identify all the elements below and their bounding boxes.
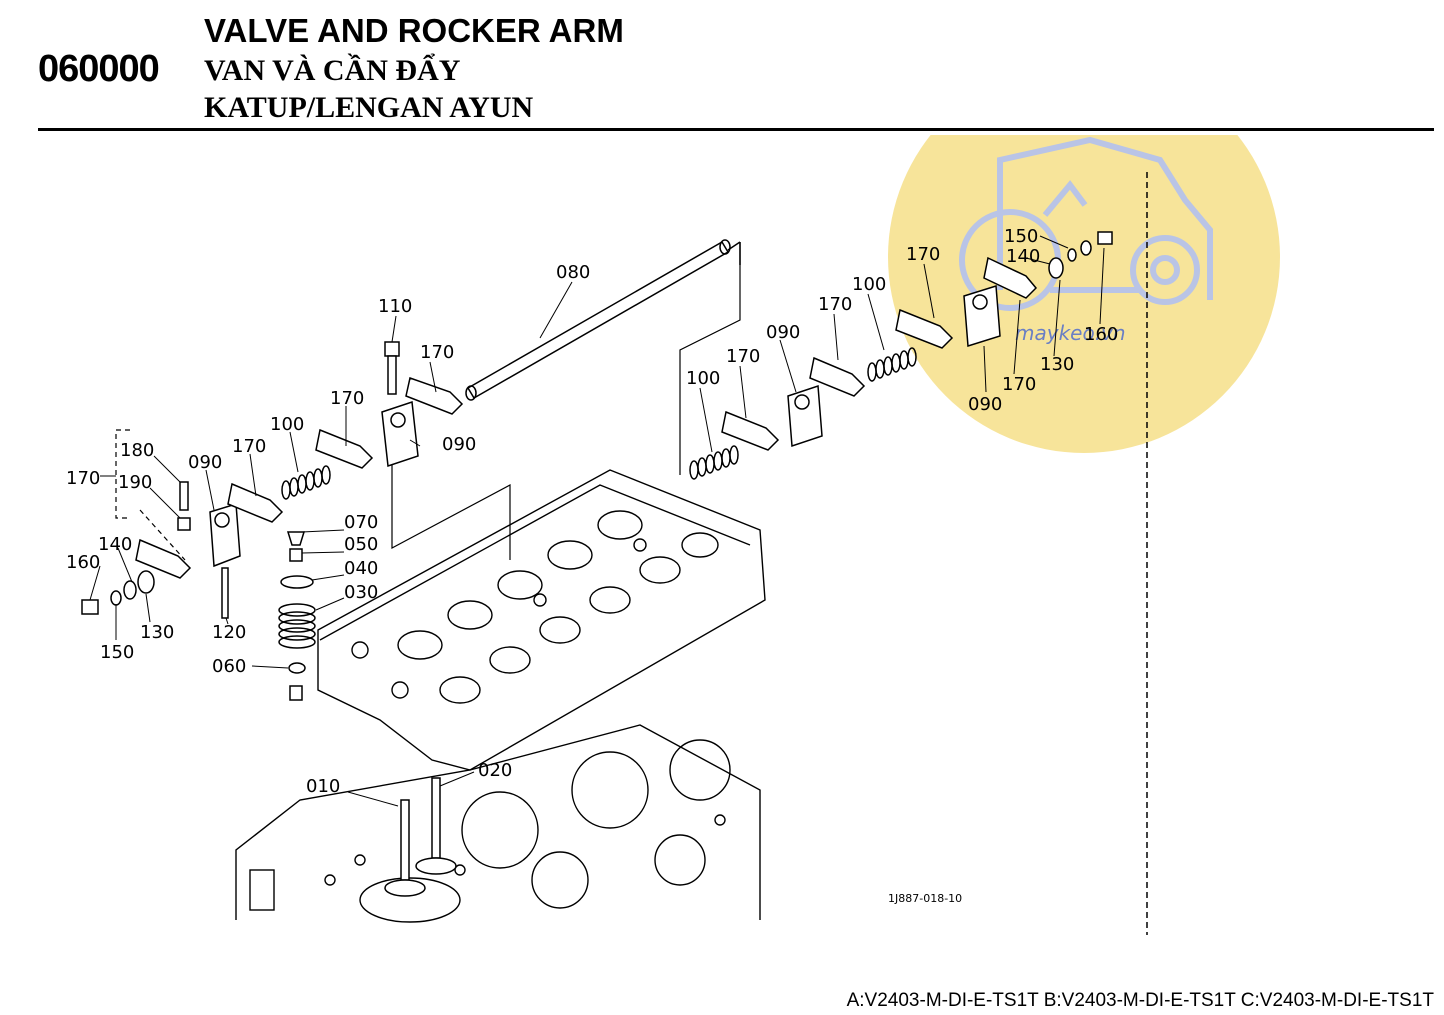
bolt-110	[384, 341, 400, 395]
rocker-bracket	[209, 285, 1001, 568]
rocker-arms	[135, 256, 1038, 579]
label-090-a: 090	[442, 434, 476, 455]
title-vietnamese: VAN VÀ CẦN ĐẨY	[204, 54, 461, 87]
label-110: 110	[378, 296, 412, 317]
label-090-b: 090	[188, 452, 222, 473]
label-100-c: 100	[852, 274, 886, 295]
label-100-a: 100	[270, 414, 304, 435]
model-footer: A:V2403-M-DI-E-TS1T B:V2403-M-DI-E-TS1T …	[846, 990, 1434, 1011]
header-rule	[38, 128, 1434, 131]
label-040: 040	[344, 558, 378, 579]
cylinder-head	[317, 469, 766, 771]
label-070: 070	[344, 512, 378, 533]
label-030: 030	[344, 582, 378, 603]
label-140-b: 140	[1006, 246, 1040, 267]
label-160-a: 160	[66, 552, 100, 573]
label-150-a: 150	[100, 642, 134, 663]
label-060: 060	[212, 656, 246, 677]
label-080: 080	[556, 262, 590, 283]
label-170-d: 170	[66, 468, 100, 489]
label-170-a: 170	[420, 342, 454, 363]
label-150-b: 150	[1004, 226, 1038, 247]
label-050: 050	[344, 534, 378, 555]
label-170-g: 170	[818, 294, 852, 315]
label-170-f: 170	[726, 346, 760, 367]
drawing-ref-number: 1J887-018-10	[888, 892, 962, 905]
label-020: 020	[478, 760, 512, 781]
label-100-b: 100	[686, 368, 720, 389]
label-160-b: 160	[1084, 324, 1118, 345]
springs	[281, 347, 917, 500]
small-parts	[81, 231, 1113, 701]
engine-block	[235, 724, 761, 923]
title-malay: KATUP/LENGAN AYUN	[204, 91, 534, 124]
part-labels: 080 110 170 170 090 100 170 180 090 170 …	[66, 226, 1118, 905]
exploded-parts-diagram: maykeo.vn	[66, 135, 1280, 935]
watermark-text: maykeo.vn	[1015, 321, 1126, 345]
label-170-b: 170	[330, 388, 364, 409]
label-180: 180	[120, 440, 154, 461]
label-190: 190	[118, 472, 152, 493]
label-120: 120	[212, 622, 246, 643]
label-170-i: 170	[1002, 374, 1036, 395]
label-130-a: 130	[140, 622, 174, 643]
label-130-b: 130	[1040, 354, 1074, 375]
label-170-h: 170	[906, 244, 940, 265]
label-090-d: 090	[968, 394, 1002, 415]
watermark-logo: maykeo.vn	[888, 135, 1280, 453]
label-010: 010	[306, 776, 340, 797]
section-code: 060000	[38, 48, 160, 90]
label-140-a: 140	[98, 534, 132, 555]
label-170-c: 170	[232, 436, 266, 457]
title-english: VALVE AND ROCKER ARM	[204, 12, 624, 49]
label-090-c: 090	[766, 322, 800, 343]
valves	[384, 777, 457, 897]
